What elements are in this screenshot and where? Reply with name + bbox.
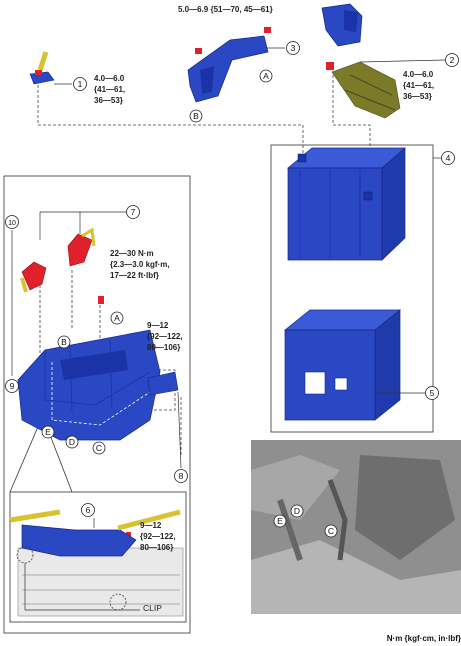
battery-tray-part xyxy=(17,329,179,441)
tray-frame xyxy=(3,175,191,634)
svg-text:{2.3—3.0 kgf·m,: {2.3—3.0 kgf·m, xyxy=(110,260,170,269)
svg-text:80—106}: 80—106} xyxy=(140,543,173,552)
letter-e-photo: E xyxy=(277,516,283,526)
svg-text:5.0—6.9 {51—70, 45—61}: 5.0—6.9 {51—70, 45—61} xyxy=(178,5,273,14)
negative-terminal-part xyxy=(29,51,55,85)
callout-numbers: 1 2 3 4 5 6 7 8 9 10 xyxy=(8,43,455,515)
letter-d-tray: D xyxy=(69,437,75,447)
battery-frame xyxy=(270,144,434,433)
svg-text:4.0—6.0: 4.0—6.0 xyxy=(403,70,434,79)
svg-text:{92—122,: {92—122, xyxy=(140,532,176,541)
svg-text:36—53}: 36—53} xyxy=(94,96,123,105)
svg-text:{41—61,: {41—61, xyxy=(403,81,434,90)
callout-3: 3 xyxy=(291,43,296,53)
detail-frame xyxy=(9,491,187,623)
letter-a-tray: A xyxy=(114,313,120,323)
letter-c-photo: C xyxy=(328,526,334,536)
torque-spec-5: 9—12 {92—122, 80—106} xyxy=(147,321,183,352)
letter-e-tray: E xyxy=(45,427,51,437)
svg-text:17—22 ft·lbf}: 17—22 ft·lbf} xyxy=(110,271,159,280)
positive-terminal-part xyxy=(321,3,401,119)
battery-part xyxy=(287,147,406,261)
torque-spec-6: 9—12 {92—122, 80—106} xyxy=(140,521,176,552)
letter-circles xyxy=(41,69,338,538)
torque-spec-2: 4.0—6.0 {41—61, 36—53} xyxy=(403,70,434,101)
svg-text:9—12: 9—12 xyxy=(147,321,169,330)
clip-label: CLIP xyxy=(143,603,162,613)
letter-b-tray: B xyxy=(61,337,67,347)
callout-9: 9 xyxy=(10,381,15,391)
torque-spec-3: 5.0—6.9 {51—70, 45—61} xyxy=(178,5,273,14)
svg-text:22—30 N·m: 22—30 N·m xyxy=(110,249,154,258)
svg-text:80—106}: 80—106} xyxy=(147,343,180,352)
callout-1: 1 xyxy=(78,79,83,89)
callout-2: 2 xyxy=(450,55,455,65)
units-legend: N·m {kgf·cm, in·lbf} xyxy=(387,634,461,643)
callout-5: 5 xyxy=(430,388,435,398)
detail-illustration xyxy=(9,509,184,617)
letter-d-photo: D xyxy=(294,506,300,516)
callout-6: 6 xyxy=(86,505,91,515)
letter-a-bracket: A xyxy=(263,71,269,81)
svg-text:4.0—6.0: 4.0—6.0 xyxy=(94,74,125,83)
callout-4: 4 xyxy=(446,153,451,163)
letter-labels: A B A B E D C E D C xyxy=(45,71,334,536)
letter-c-tray: C xyxy=(96,443,102,453)
leader-lines xyxy=(11,47,446,528)
svg-text:36—53}: 36—53} xyxy=(403,92,432,101)
battery-bracket-part xyxy=(187,27,271,103)
battery-cover-part xyxy=(284,309,401,421)
callout-circles xyxy=(5,41,459,517)
letter-b-bracket: B xyxy=(193,111,199,121)
torque-spec-1: 4.0—6.0 {41—61, 36—53} xyxy=(94,74,125,105)
callout-10: 10 xyxy=(8,220,16,227)
callout-8: 8 xyxy=(179,471,184,481)
connector-part xyxy=(20,227,96,293)
torque-spec-4: 22—30 N·m {2.3—3.0 kgf·m, 17—22 ft·lbf} xyxy=(110,249,170,280)
clip-leader xyxy=(24,563,140,611)
svg-text:{41—61,: {41—61, xyxy=(94,85,125,94)
callout-7: 7 xyxy=(131,207,136,217)
svg-text:9—12: 9—12 xyxy=(140,521,162,530)
engine-photo xyxy=(251,440,461,614)
svg-text:{92—122,: {92—122, xyxy=(147,332,183,341)
